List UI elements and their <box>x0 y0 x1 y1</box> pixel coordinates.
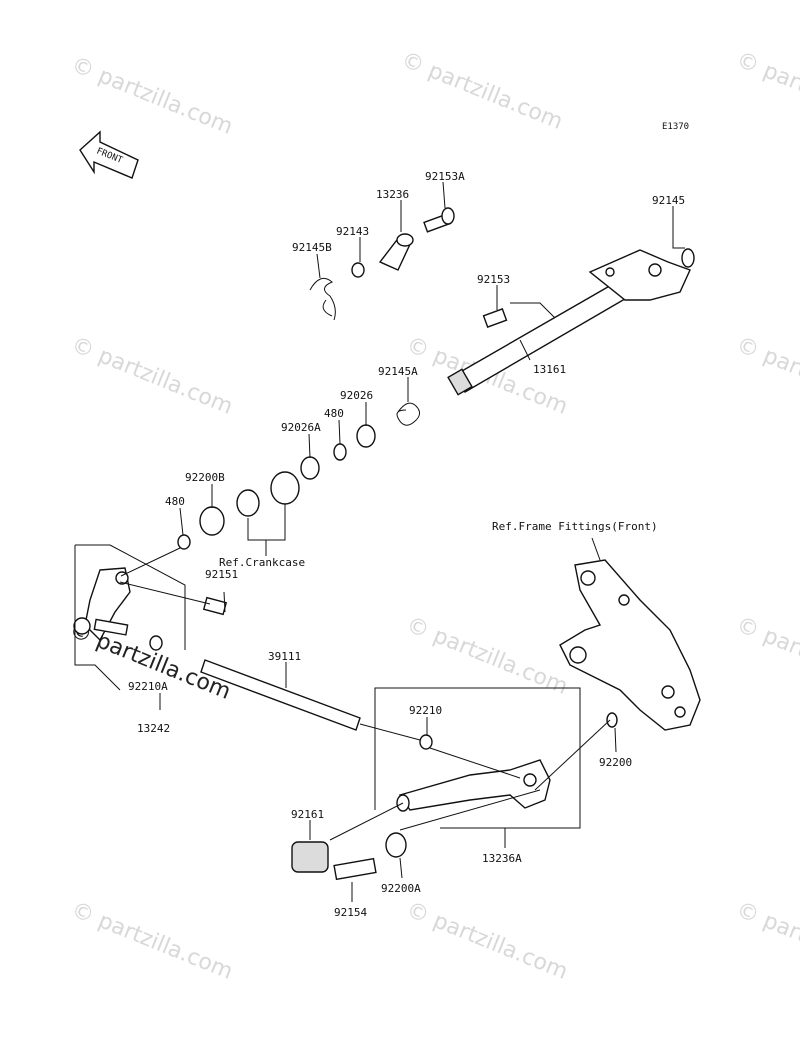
washer-92026 <box>356 424 376 448</box>
circlip-480-b <box>177 534 191 550</box>
watermark-layer: © partzilla.com © partzilla.com © partzi… <box>66 47 800 984</box>
bolt-92154 <box>333 857 377 881</box>
watermark-text: © partzilla.com <box>733 332 800 419</box>
washer-92026A <box>300 456 320 480</box>
bolt-92153 <box>482 308 508 328</box>
label-92210: 92210 <box>409 704 442 717</box>
label-92154: 92154 <box>334 906 367 919</box>
label-92026A: 92026A <box>281 421 321 434</box>
label-92145B: 92145B <box>292 241 332 254</box>
pedal-13236A <box>398 759 551 811</box>
label-92200A: 92200A <box>381 882 421 895</box>
watermark-text: © partzilla.com <box>398 47 566 134</box>
bolt-92151 <box>202 596 228 616</box>
shift-shaft-assembly <box>177 207 695 550</box>
front-arrow-icon: FRONT <box>79 130 139 179</box>
label-13236: 13236 <box>376 188 409 201</box>
frame-fitting <box>559 559 701 731</box>
nut-92210 <box>419 734 433 750</box>
watermark-text: © partzilla.com <box>403 897 571 984</box>
watermark-text: © partzilla.com <box>68 897 236 984</box>
washer-92200 <box>606 712 618 728</box>
oil-seal <box>236 489 260 517</box>
collar-92143 <box>351 262 365 278</box>
washer-92200B <box>199 506 225 536</box>
watermark-text: © partzilla.com <box>68 332 236 419</box>
watermark-text: © partzilla.com <box>733 612 800 699</box>
diagram-code: E1370 <box>662 122 689 132</box>
label-92200: 92200 <box>599 756 632 769</box>
label-92026: 92026 <box>340 389 373 402</box>
label-480-upper: 480 <box>324 407 344 420</box>
part-labels: 92153A 13236 92143 92145B 92145 92153 13… <box>128 170 685 919</box>
label-92161: 92161 <box>291 808 324 821</box>
label-ref-frame-fittings: Ref.Frame Fittings(Front) <box>492 520 658 533</box>
label-13236A: 13236A <box>482 852 522 865</box>
tie-rod-39111 <box>200 659 361 731</box>
leader-lines <box>74 181 685 902</box>
label-92210A: 92210A <box>128 680 168 693</box>
label-480-lower: 480 <box>165 495 185 508</box>
label-13242: 13242 <box>137 722 170 735</box>
spring-92145A <box>396 402 420 426</box>
watermark-text: © partzilla.com <box>403 612 571 699</box>
watermark-text: © partzilla.com <box>68 52 236 139</box>
shift-lever-arm <box>73 567 433 750</box>
label-92200B: 92200B <box>185 471 225 484</box>
watermark-text: © partzilla.com <box>733 47 800 134</box>
circlip-480 <box>333 443 347 461</box>
washer-92200A <box>385 832 407 858</box>
label-ref-crankcase: Ref.Crankcase <box>219 556 305 569</box>
needle-bearing <box>270 471 300 505</box>
label-92145: 92145 <box>652 194 685 207</box>
pedal-rubber-92161 <box>291 841 329 873</box>
label-92153A: 92153A <box>425 170 465 183</box>
nut-92210A <box>149 635 163 651</box>
shift-pedal <box>291 759 551 881</box>
watermark-text: © partzilla.com <box>733 897 800 984</box>
label-92145A: 92145A <box>378 365 418 378</box>
label-39111: 39111 <box>268 650 301 663</box>
spring-92145B <box>309 277 336 321</box>
label-92143: 92143 <box>336 225 369 238</box>
label-13161: 13161 <box>533 363 566 376</box>
shift-arm-plate <box>588 249 691 301</box>
label-92153: 92153 <box>477 273 510 286</box>
label-92151: 92151 <box>205 568 238 581</box>
